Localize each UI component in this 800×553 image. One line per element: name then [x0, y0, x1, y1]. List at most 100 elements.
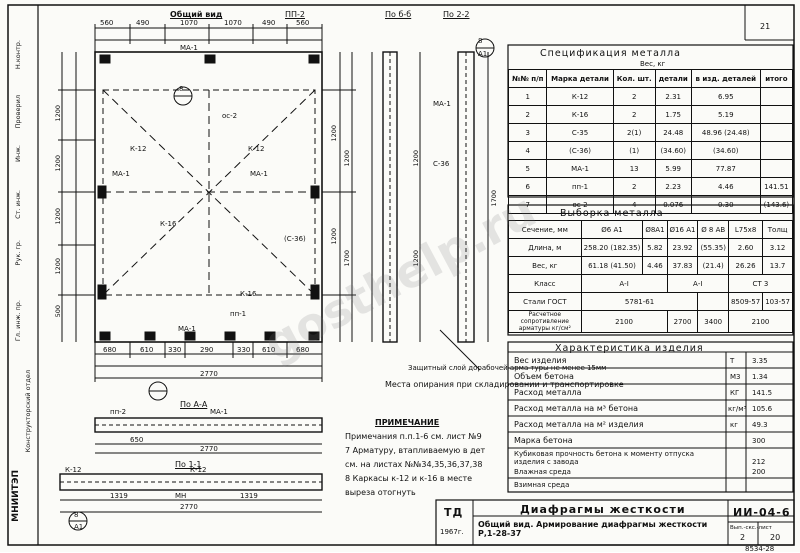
table-cell: 258.20 (182.35) — [580, 238, 644, 257]
table-cell: 2 — [612, 87, 656, 106]
stamp-doc-num: 8534-28 — [745, 545, 775, 553]
char-label-2: Расход металла — [514, 388, 582, 397]
table-cell: Ø16 А1 — [666, 220, 699, 239]
dim-bot-1: 680 — [103, 346, 117, 354]
dim-aa-650: 650 — [130, 436, 144, 444]
table-cell: 2.60 — [727, 238, 764, 257]
table-cell: Ø 8 АВ — [697, 220, 729, 239]
char-label-4: Расход металла на м² изделия — [514, 420, 644, 429]
char-label-0: Вес изделия — [514, 356, 567, 365]
table-cell: 3400 — [697, 310, 729, 333]
table-cell: 4.46 — [642, 256, 668, 275]
dim-top-5: 490 — [262, 19, 276, 27]
side-row-1: Гл. инж. пр. — [14, 300, 22, 342]
table-cell: (21.4) — [697, 256, 729, 275]
table-cell: 1.75 — [654, 105, 692, 124]
mark-ma1-right: МА-1 — [250, 170, 268, 178]
table-cell: 2.23 — [654, 177, 692, 196]
mark-ma1-top: МА-1 — [180, 44, 198, 52]
callout-a1: А1 — [74, 523, 84, 531]
table-cell: СТ 3 — [727, 274, 794, 293]
table-cell: 2 — [507, 105, 548, 124]
table-cell: (34.60) — [654, 141, 692, 160]
dim-top-3: 1070 — [180, 19, 198, 27]
side-row-4: Инж. — [14, 145, 22, 163]
table-cell: (1) — [612, 141, 656, 160]
table-cell: 2.31 — [654, 87, 692, 106]
table-cell: 2(1) — [612, 123, 656, 142]
characteristics-frame — [507, 341, 794, 493]
char-val-7: 200 — [752, 468, 766, 476]
spec-mass-header: Вес, кг — [640, 60, 666, 68]
table-cell: 2100 — [727, 310, 794, 333]
table-cell: Вес, кг — [508, 256, 582, 275]
table-cell — [759, 141, 794, 160]
table-cell: (34.60) — [690, 141, 761, 160]
table-cell: 0.30 — [690, 195, 761, 214]
mark-pp1: пп-1 — [230, 310, 247, 318]
notes-title: ПРИМЕЧАНИЕ — [375, 418, 440, 427]
side-row-6: Н.контр. — [14, 40, 22, 70]
table-cell: 77.87 — [690, 159, 761, 178]
side-row-5: Проверил — [14, 95, 22, 129]
table-cell: 37.83 — [666, 256, 699, 275]
table-cell: Класс — [508, 274, 582, 293]
table-cell: 2100 — [580, 310, 668, 333]
dim-11-2: 1319 — [240, 492, 258, 500]
dim-top-4: 1070 — [224, 19, 242, 27]
char-unit-4: кг — [730, 421, 738, 429]
table-cell: 5.19 — [690, 105, 761, 124]
spec-table: №№ п/п Марка детали Кол. шт. детали в из… — [507, 69, 794, 214]
dim-left-1: 1200 — [54, 105, 62, 122]
dim-bot-total: 2770 — [200, 370, 218, 378]
dim-aa-total: 2770 — [200, 445, 218, 453]
stamp-title: Диафрагмы жесткости — [520, 503, 686, 516]
table-cell: 2700 — [666, 310, 699, 333]
char-unit-0: Т — [730, 357, 735, 365]
table-cell: 26.26 — [727, 256, 764, 275]
section-22-title: По 2-2 — [443, 10, 470, 19]
table-cell: А-I — [666, 274, 729, 293]
char-label-3: Расход металла на м³ бетона — [514, 404, 639, 413]
characteristics-title: Характеристика изделия — [555, 343, 704, 354]
mark-ma1-bottom: МА-1 — [178, 325, 196, 333]
stamp-series: ИИ-04-6 — [733, 506, 791, 519]
table-cell: 0.076 — [654, 195, 692, 214]
mark-k12-2: К-12 — [248, 145, 265, 153]
spec-h-0: №№ п/п — [507, 69, 548, 88]
callout-a1-22: А1 — [478, 50, 488, 58]
char-label-7: Влажная среда — [514, 468, 571, 476]
dim-right-3: 1200 — [343, 150, 351, 167]
table-cell: 3 — [507, 123, 548, 142]
sheet-frame — [7, 4, 795, 546]
sheet-number-corner: 21 — [760, 22, 771, 31]
table-cell: (143.6) — [759, 195, 794, 214]
table-cell: 5.82 — [642, 238, 668, 257]
table-cell: 4.46 — [690, 177, 761, 196]
char-unit-3: кг/м³ — [728, 405, 747, 413]
mark-s36: (С-36) — [284, 235, 306, 243]
side-org: МНИИТЭП — [11, 470, 21, 522]
dim-top-6: 560 — [296, 19, 310, 27]
table-cell: 48.96 (24.48) — [690, 123, 761, 142]
table-cell: Толщ — [762, 220, 793, 239]
table-cell: К-16 — [546, 105, 614, 124]
dim-right-1: 1200 — [330, 125, 338, 142]
table-cell: 7 — [507, 195, 548, 214]
char-label-1: Объем бетона — [514, 372, 574, 381]
dim-bot-7: 680 — [296, 346, 310, 354]
table-cell: 3.12 — [762, 238, 793, 257]
table-cell: 141.51 — [759, 177, 794, 196]
table-cell — [697, 292, 729, 311]
support-note: Места опирания при складировании и транс… — [385, 380, 624, 389]
section-bb-title: По б-б — [385, 10, 412, 19]
